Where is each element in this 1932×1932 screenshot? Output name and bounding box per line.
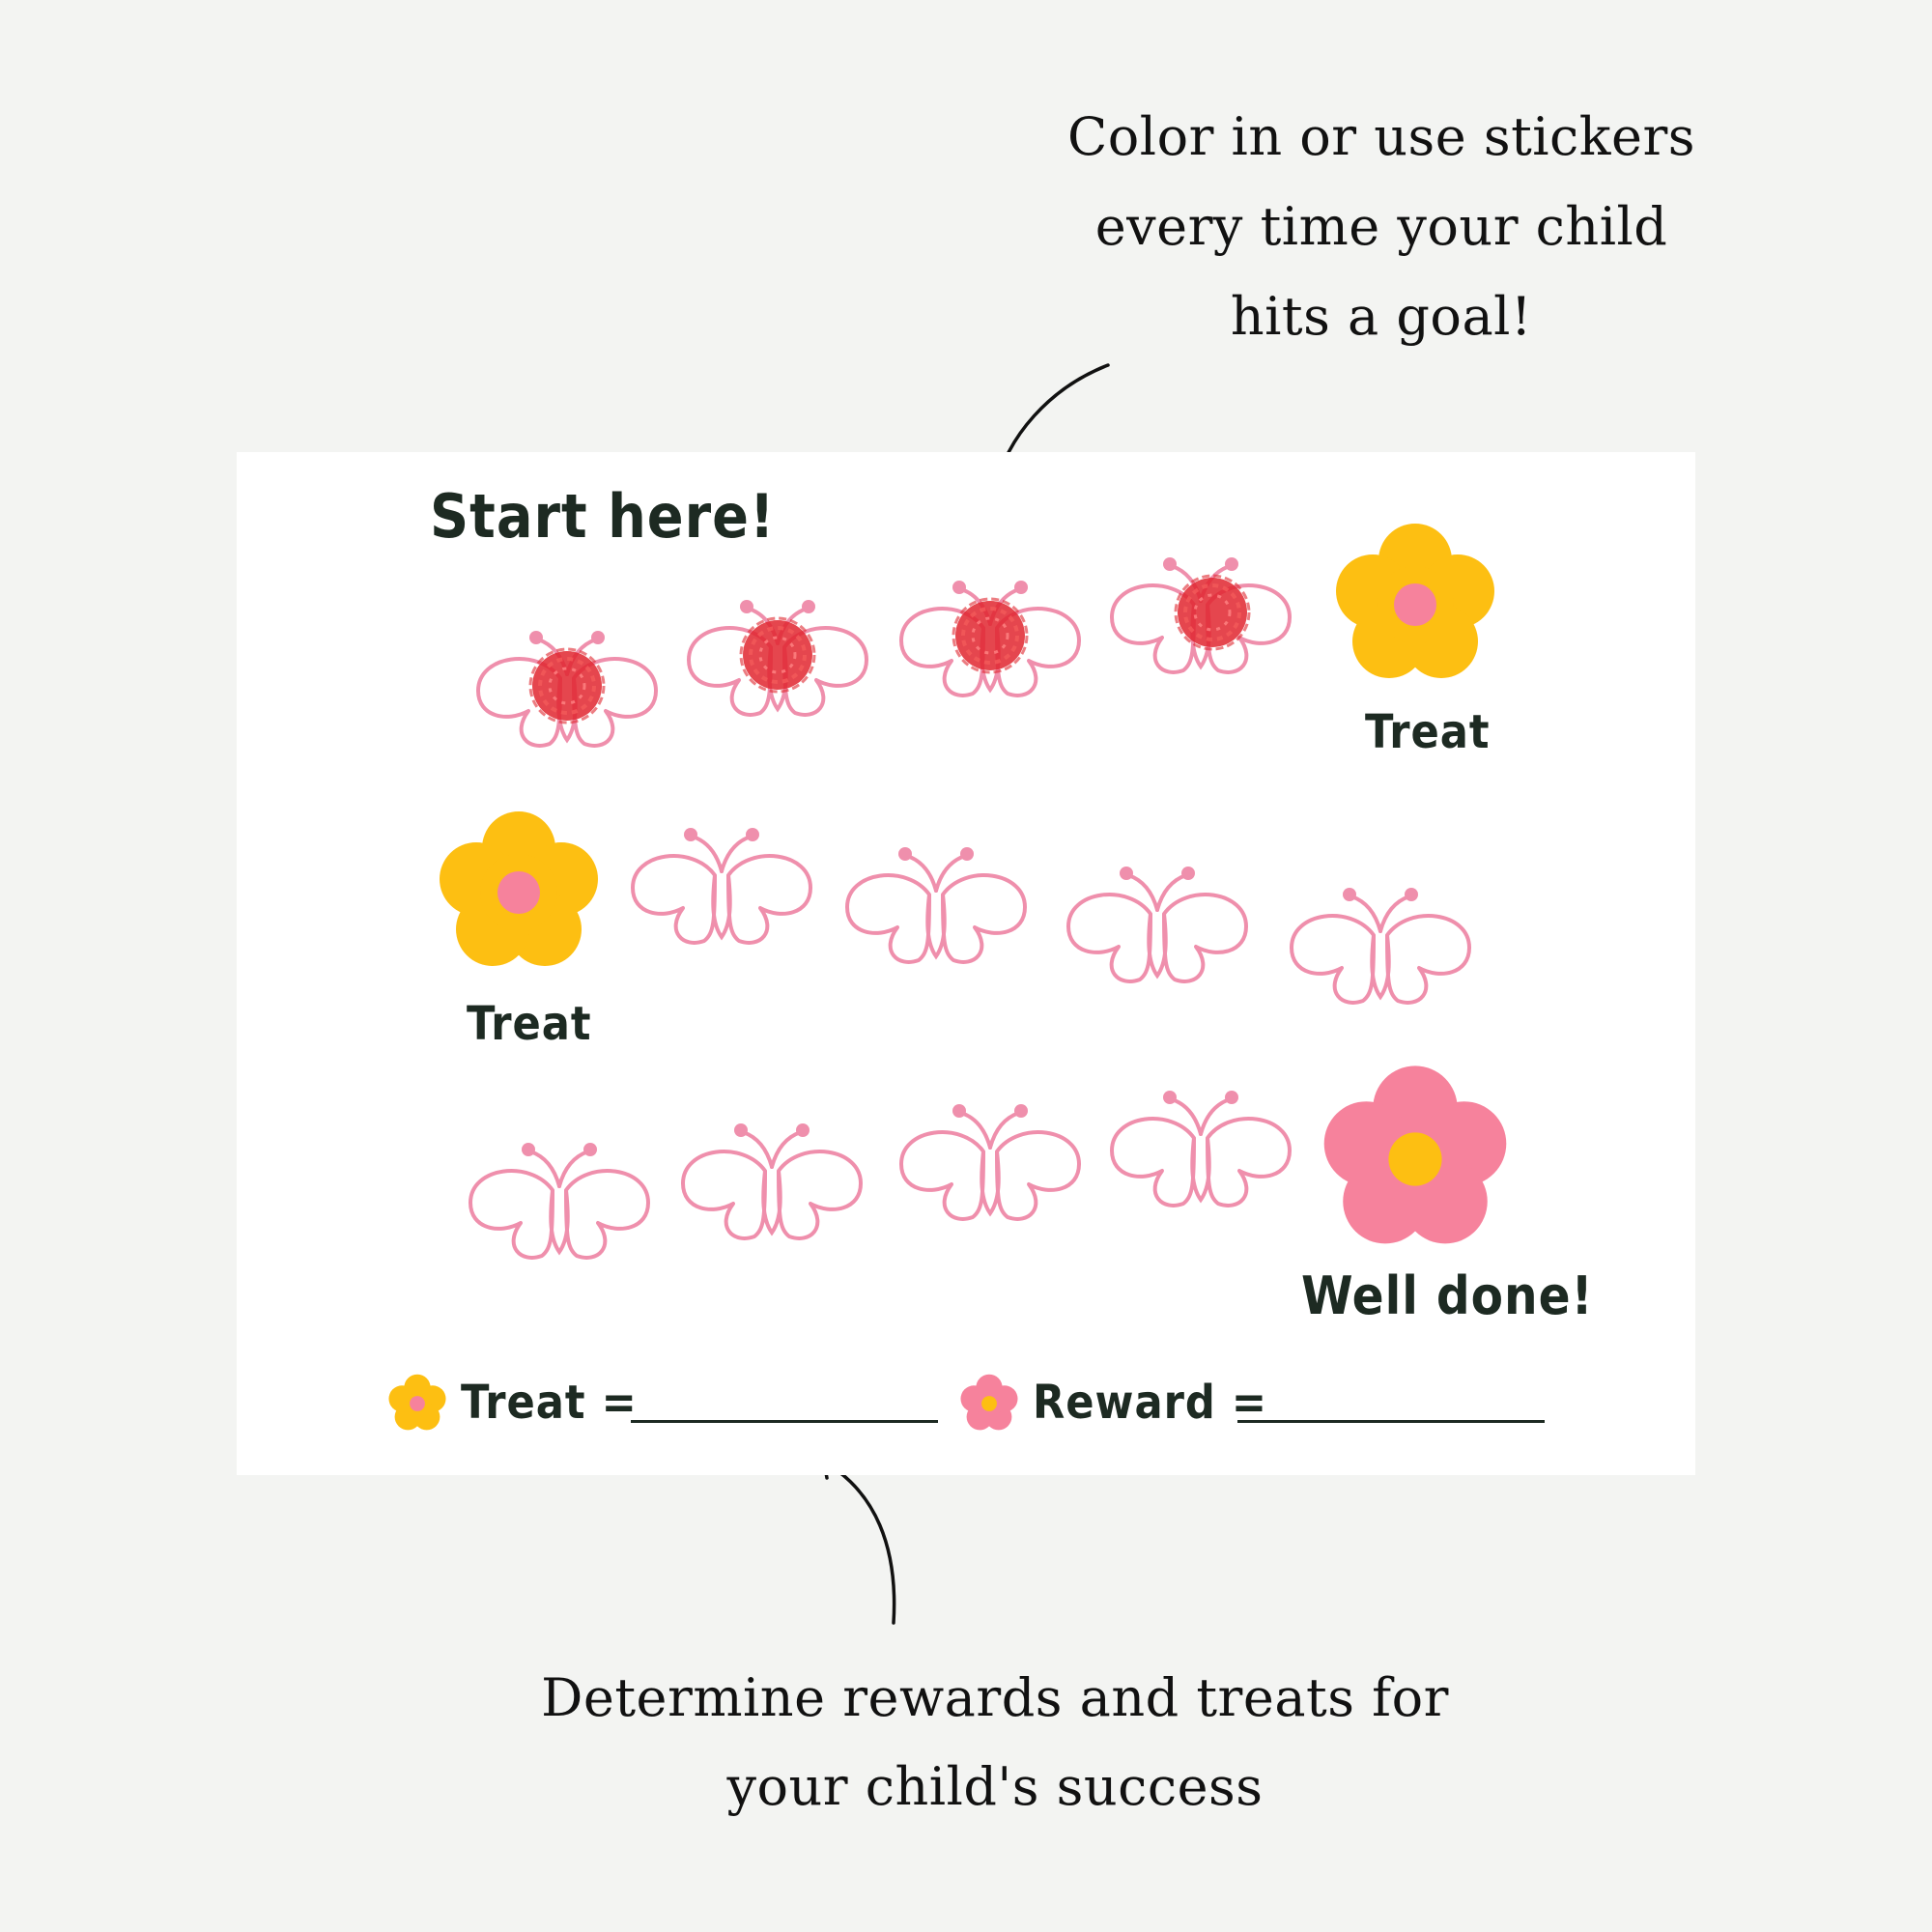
reward-chart-icons: [388, 524, 1507, 1431]
reward-flower-icon: [1323, 1065, 1507, 1244]
butterfly-step-12[interactable]: [899, 1102, 1081, 1221]
reward-blank-line[interactable]: [1237, 1420, 1545, 1423]
rewards-caption: Determine rewards and treats for your ch…: [464, 1654, 1526, 1832]
start-here-label: Start here!: [430, 481, 776, 552]
rewards-line-1: Determine rewards and treats for: [541, 1667, 1449, 1728]
legend-treat-flower-icon: [388, 1374, 446, 1431]
butterfly-step-8[interactable]: [1066, 865, 1248, 983]
rewards-line-2: your child's success: [726, 1756, 1264, 1817]
butterfly-step-6[interactable]: [631, 826, 812, 945]
butterfly-step-11[interactable]: [681, 1122, 863, 1240]
treat-label: Treat: [1365, 705, 1491, 759]
butterfly-step-3-colored[interactable]: [899, 579, 1081, 697]
butterfly-step-4-colored[interactable]: [1110, 555, 1292, 674]
treat-flower-icon: [1336, 524, 1494, 678]
butterfly-step-13[interactable]: [1110, 1089, 1292, 1208]
treat-blank-line[interactable]: [631, 1420, 938, 1423]
bottom-arrow-icon: [825, 1462, 896, 1625]
reward-chart-card: Start here! Treat Treat Well done! Treat…: [237, 452, 1695, 1475]
well-done-label: Well done!: [1301, 1265, 1594, 1326]
butterfly-step-9[interactable]: [1290, 886, 1471, 1005]
butterfly-step-2-colored[interactable]: [687, 598, 868, 717]
butterfly-step-10[interactable]: [469, 1141, 650, 1260]
legend-treat-label: Treat =: [461, 1376, 638, 1430]
instruction-line-1: Color in or use stickers: [1066, 106, 1696, 167]
legend-reward-label: Reward =: [1033, 1376, 1268, 1430]
instruction-line-3: hits a goal!: [1230, 286, 1533, 347]
legend-reward-flower-icon: [960, 1374, 1018, 1431]
butterfly-step-7[interactable]: [845, 845, 1027, 964]
butterfly-step-1-colored[interactable]: [476, 629, 658, 748]
instruction-caption: Color in or use stickers every time your…: [1024, 92, 1739, 361]
treat-flower-icon: [440, 811, 598, 966]
treat-label: Treat: [467, 997, 592, 1051]
instruction-line-2: every time your child: [1094, 196, 1668, 257]
